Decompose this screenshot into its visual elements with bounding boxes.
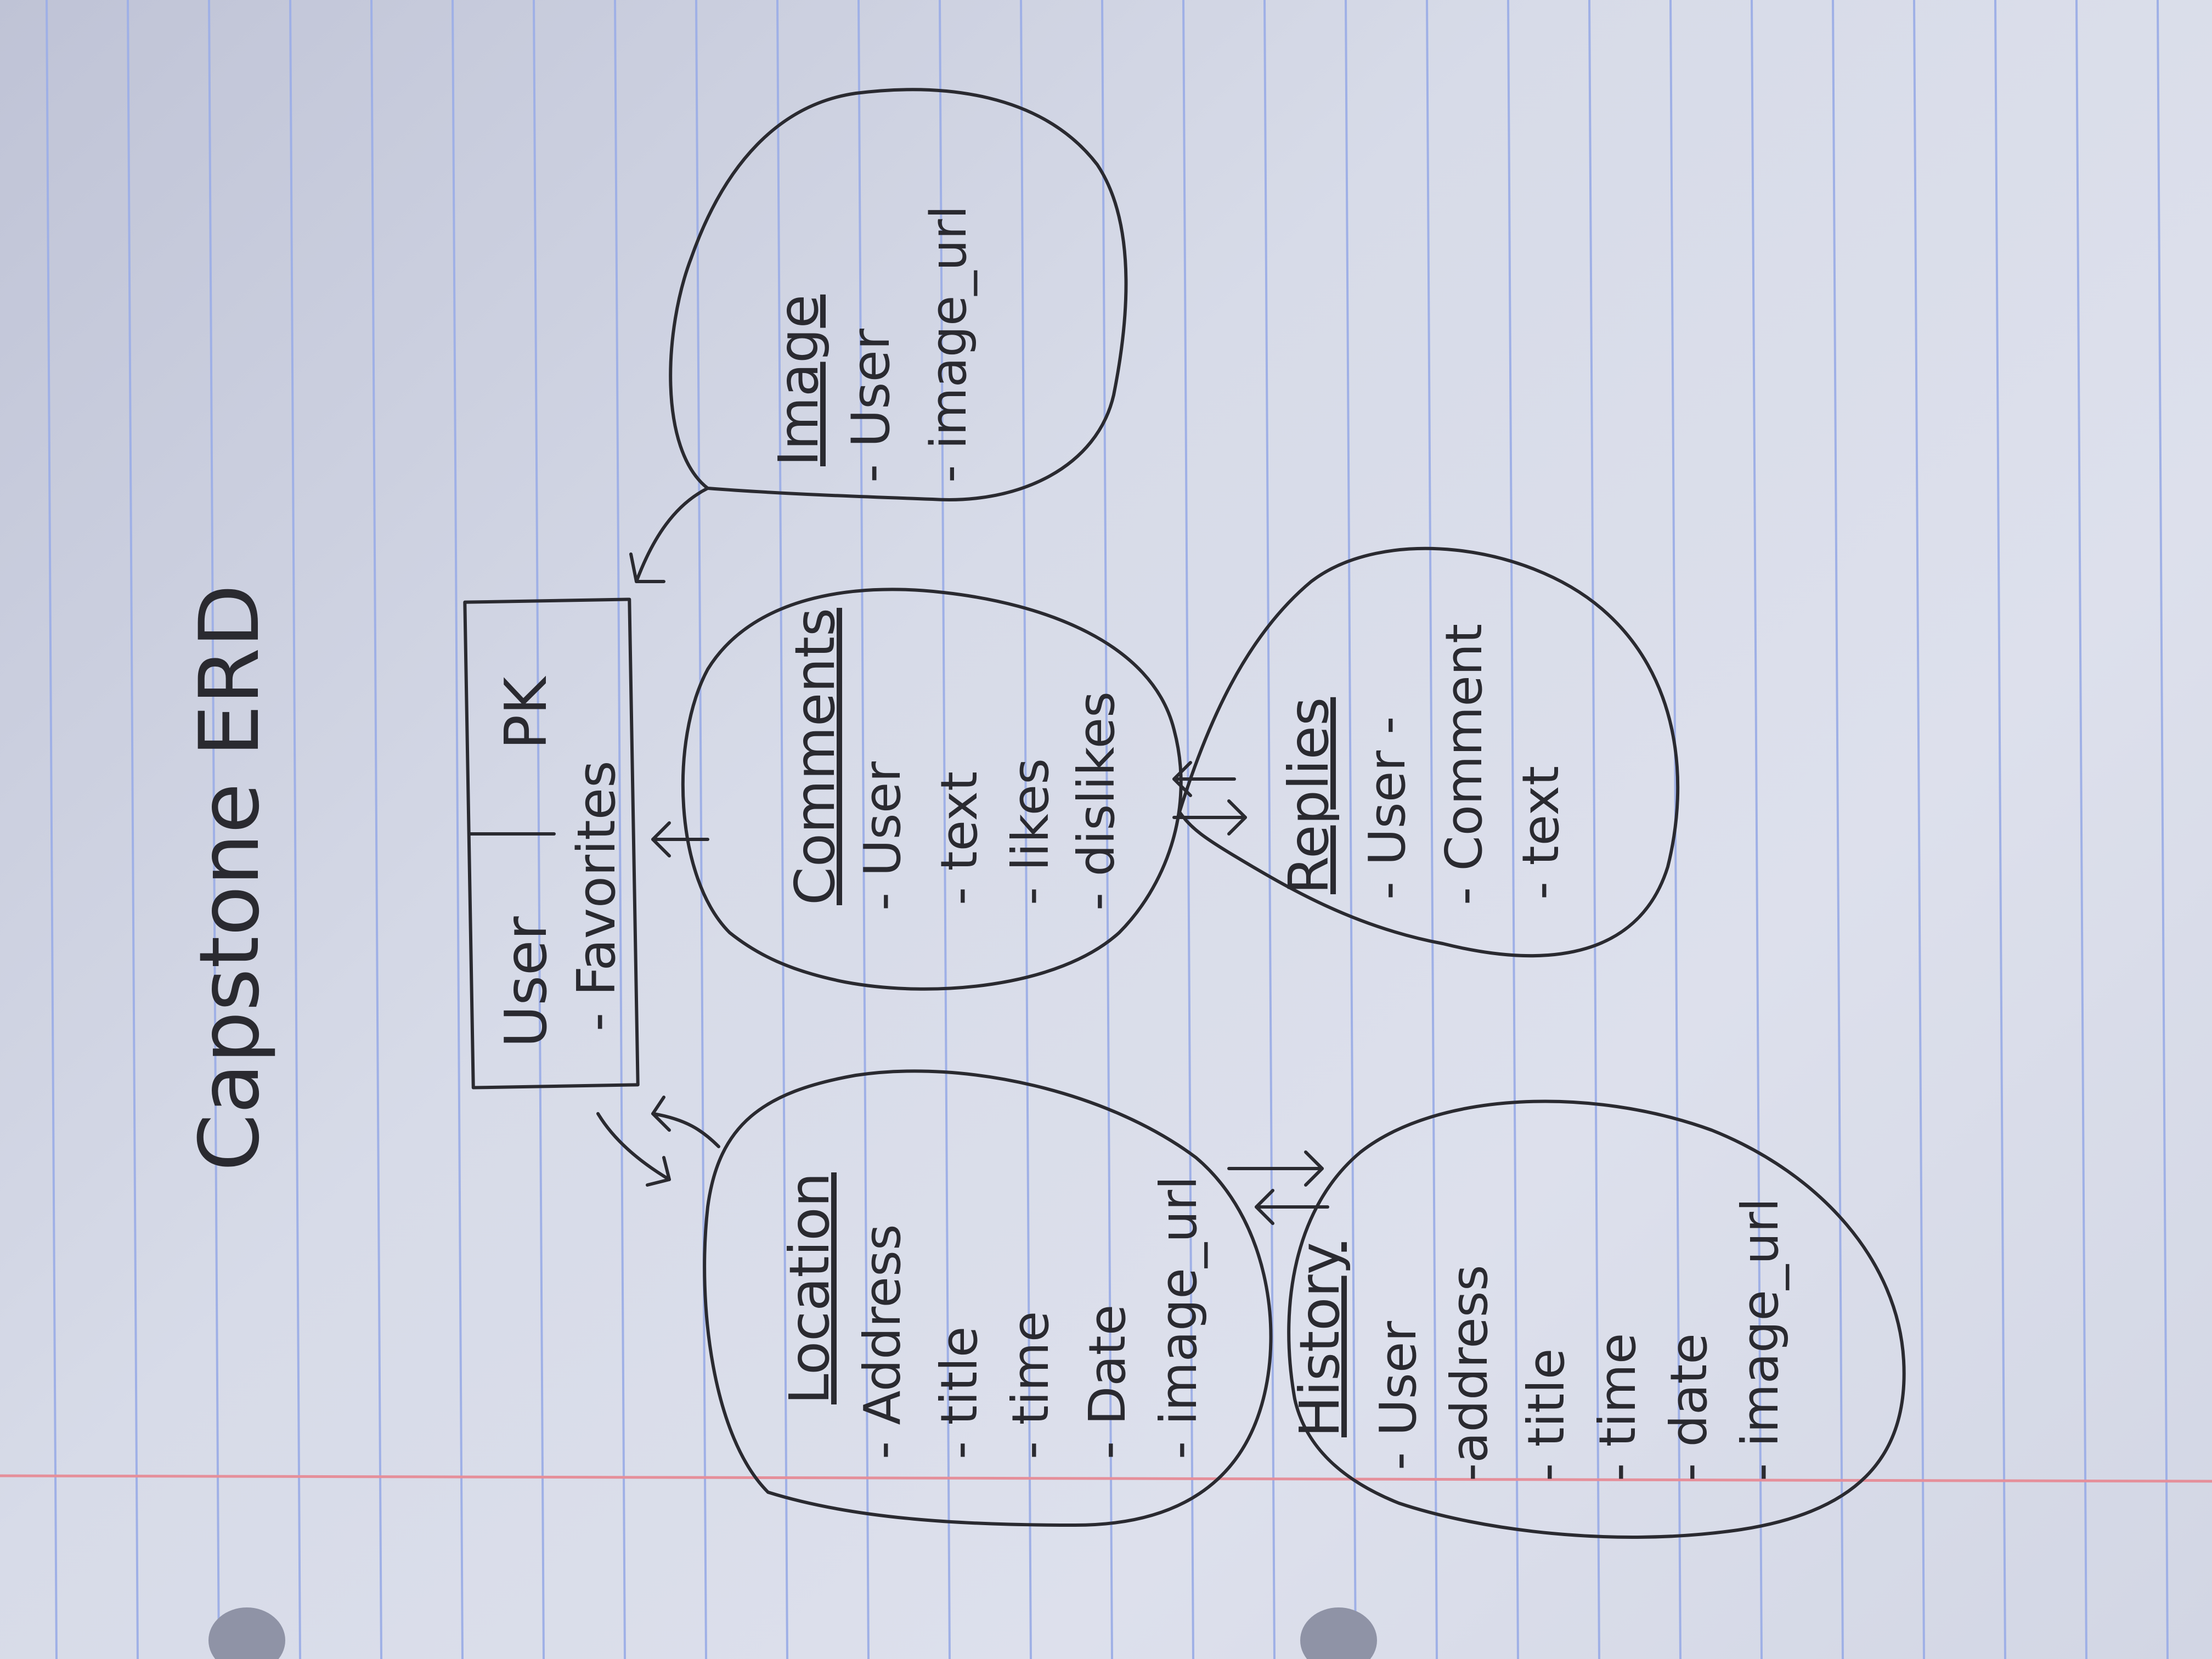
location-field: - image_url (1149, 1176, 1208, 1459)
arrowhead-icon (651, 1096, 671, 1132)
arrowhead-icon (1227, 799, 1247, 836)
ruled-line (1345, 0, 1357, 1659)
history-field: - image_url (1731, 1198, 1790, 1481)
location-title: Location (777, 1172, 842, 1404)
image-field: - image_url (920, 206, 978, 483)
ruled-line (2075, 0, 2087, 1659)
relationship-arrows (596, 487, 1329, 1225)
arrow-user-location (596, 1112, 671, 1181)
arrow-image-user (635, 487, 709, 583)
binder-hole (208, 1607, 285, 1659)
entity-comments: Comments - User - text - likes - dislike… (681, 588, 1183, 991)
ruled-line (208, 0, 220, 1659)
ruled-line (1588, 0, 1600, 1659)
history-field: - date (1660, 1333, 1718, 1481)
history-field: - title (1517, 1348, 1576, 1481)
replies-blob-outline (1178, 546, 1680, 958)
ruled-line (1913, 0, 1925, 1659)
ruled-line (614, 0, 626, 1659)
ruled-line (1182, 0, 1194, 1659)
margin-line (0, 1474, 2212, 1483)
user-box-outline (463, 597, 640, 1090)
arrowhead-icon (1172, 761, 1192, 797)
diagram-title: Capstone ERD (182, 584, 278, 1171)
location-blob-outline (703, 1069, 1273, 1527)
arrowhead-icon (646, 1156, 671, 1187)
ruled-line (370, 0, 382, 1659)
ruled-line (1507, 0, 1519, 1659)
user-header-right: PK (493, 675, 560, 749)
image-field: - User (841, 328, 901, 483)
comments-field: - User (853, 761, 912, 911)
ruled-line (1751, 0, 1763, 1659)
user-field: - Favorites (567, 760, 627, 1031)
arrowhead-icon (1255, 1189, 1274, 1225)
entity-location: Location - Address - title - time - Date… (703, 1069, 1273, 1527)
comments-blob-outline (681, 588, 1183, 991)
replies-title: Replies (1277, 697, 1341, 894)
ruled-line (46, 0, 58, 1659)
comments-title: Comments (783, 608, 847, 905)
entity-history: History - User -address - title - time -… (1287, 1099, 1906, 1539)
history-field: -address (1440, 1265, 1499, 1481)
ruled-line (1832, 0, 1844, 1659)
ruled-line (939, 0, 951, 1659)
ruled-line (1101, 0, 1113, 1659)
history-field: - time (1588, 1333, 1647, 1481)
ruled-line (127, 0, 139, 1659)
history-field: - User (1369, 1321, 1427, 1470)
comments-field: - text (930, 771, 989, 905)
history-title: History (1288, 1242, 1352, 1437)
ruled-line (1426, 0, 1438, 1659)
ruled-line (776, 0, 788, 1659)
image-blob-outline (669, 88, 1128, 501)
comments-field: - likes (1001, 758, 1060, 905)
binder-hole (1300, 1607, 1377, 1659)
comments-field: - dislikes (1067, 691, 1126, 911)
replies-field: - text (1511, 766, 1570, 900)
ruled-line (533, 0, 545, 1659)
location-field: - Date (1078, 1305, 1137, 1459)
replies-field: - User - (1358, 716, 1417, 900)
ruled-line (452, 0, 464, 1659)
image-title: Image (766, 295, 831, 466)
ruled-line (2157, 0, 2169, 1659)
ruled-line (1263, 0, 1276, 1659)
ruled-line (695, 0, 707, 1659)
arrowhead-icon (629, 552, 665, 583)
arrowhead-icon (1304, 1150, 1324, 1187)
ruled-line (857, 0, 870, 1659)
ruled-line (289, 0, 301, 1659)
replies-field: - Comment (1435, 624, 1493, 905)
location-field: - Address (853, 1224, 912, 1459)
arrow-location-user (651, 1112, 720, 1148)
entity-user: User PK - Favorites (463, 597, 640, 1090)
location-field: - title (930, 1327, 989, 1459)
ruled-line (1020, 0, 1032, 1659)
arrowhead-icon (651, 821, 671, 857)
entity-image: Image - User - image_url (669, 88, 1128, 501)
user-header-left: User (493, 916, 560, 1048)
location-field: - time (1001, 1311, 1060, 1459)
entity-replies: Replies - User - - Comment - text (1178, 546, 1680, 958)
ruled-lines (46, 0, 2169, 1659)
ruled-line (1994, 0, 2006, 1659)
history-blob-outline (1287, 1099, 1906, 1539)
